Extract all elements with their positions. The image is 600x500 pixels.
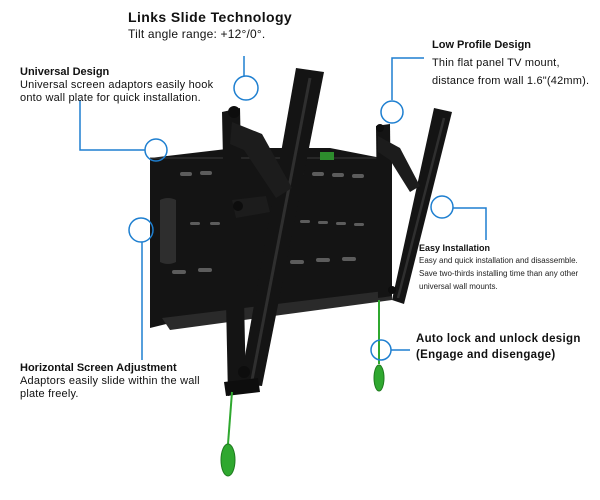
low-profile-desc-1: Thin flat panel TV mount,	[432, 57, 560, 69]
universal-desc-2: onto wall plate for quick installation.	[20, 92, 201, 104]
leader-easy-install	[453, 207, 487, 240]
callout-circle-low-profile	[380, 100, 404, 124]
low-profile-desc-2: distance from wall 1.6"(42mm).	[432, 75, 590, 87]
auto-lock-title-1: Auto lock and unlock design	[416, 333, 581, 345]
low-profile-title: Low Profile Design	[432, 39, 532, 51]
callout-circle-auto-lock	[370, 339, 392, 361]
easy-install-desc-3: universal wall mounts.	[419, 282, 498, 291]
auto-lock-title-2: (Engage and disengage)	[416, 349, 556, 361]
horizontal-title: Horizontal Screen Adjustment	[20, 362, 177, 374]
callout-circle-links-slide	[233, 75, 259, 101]
easy-install-desc-2: Save two-thirds installing time than any…	[419, 269, 579, 278]
easy-install-desc-1: Easy and quick installation and disassem…	[419, 256, 578, 265]
callout-circle-easy-install	[430, 195, 454, 219]
links-slide-title: Links Slide Technology	[128, 9, 293, 25]
right-tilt-bracket	[376, 108, 452, 304]
leader-low-profile	[391, 57, 424, 100]
horizontal-desc-2: plate freely.	[20, 388, 79, 400]
left-tilt-bracket	[222, 68, 324, 396]
easy-install-title: Easy Installation	[419, 243, 491, 253]
universal-title: Universal Design	[20, 66, 110, 78]
links-slide-desc: Tilt angle range: +12°/0°.	[128, 27, 266, 41]
callout-circle-horizontal	[128, 217, 154, 243]
pull-cord-left	[220, 391, 236, 477]
callout-circle-universal	[144, 138, 168, 162]
pull-cord-right	[373, 300, 385, 392]
leader-universal	[79, 100, 145, 151]
horizontal-desc-1: Adaptors easily slide within the wall	[20, 375, 200, 387]
universal-desc-1: Universal screen adaptors easily hook	[20, 79, 214, 91]
